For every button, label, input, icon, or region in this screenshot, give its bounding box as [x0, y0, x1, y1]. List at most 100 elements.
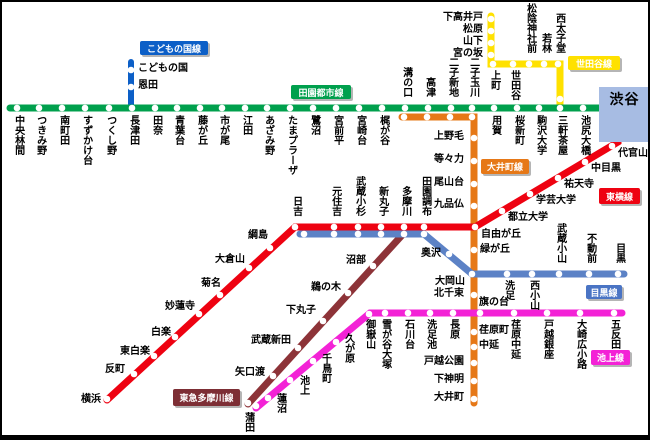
station-dot — [610, 309, 618, 317]
station-label: 南町田 — [57, 115, 69, 145]
station-dot — [470, 359, 478, 367]
station-dot — [528, 270, 536, 278]
station-dot — [344, 289, 352, 297]
station-dot — [294, 344, 302, 352]
station-label: 自由が丘 — [481, 229, 521, 240]
station-label: 三軒茶屋 — [555, 115, 567, 155]
station-label: 戸越公園 — [424, 356, 464, 367]
station-label: 中延 — [479, 340, 499, 351]
station-label: 多摩川 — [399, 186, 411, 216]
station-dot — [369, 262, 377, 270]
station-dot — [130, 370, 138, 378]
line-badge: 目黒線 — [586, 285, 622, 299]
station-dot — [503, 270, 511, 278]
station-dot — [468, 270, 476, 278]
station-label: 梶が谷 — [377, 115, 389, 145]
station-label: 大井町 — [434, 392, 464, 403]
station-label: 西小山 — [527, 280, 539, 310]
station-dot — [309, 357, 317, 365]
station-label: 目黒 — [613, 243, 625, 263]
station-label: 新丸子 — [376, 186, 388, 216]
station-label: 武蔵小山 — [554, 223, 566, 263]
station-label: 横浜 — [81, 394, 101, 405]
station-label: 鵜の木 — [311, 282, 341, 293]
station-dot — [420, 223, 428, 231]
station-label: 尾山台 — [434, 177, 464, 188]
station-label: 綱島 — [248, 230, 268, 241]
station-dot — [509, 60, 517, 68]
station-dot — [490, 104, 498, 112]
station-label: つきみ野 — [34, 115, 46, 155]
station-dot — [426, 309, 434, 317]
station-dot — [556, 95, 564, 103]
station-label: 鷺沼 — [308, 115, 320, 135]
station-dot — [355, 104, 363, 112]
station-label: 藤が丘 — [195, 115, 207, 145]
station-label: 学芸大学 — [536, 195, 576, 206]
station-label: 戸越銀座 — [541, 319, 553, 359]
station-dot — [576, 309, 584, 317]
station-label: 沼部 — [346, 255, 366, 266]
station-label: 池上 — [297, 375, 309, 395]
station-label: 中目黒 — [591, 163, 621, 174]
station-label: 九品仏 — [434, 199, 464, 210]
station-label: 宮前平 — [331, 115, 343, 145]
station-label: 蓮沼 — [274, 393, 286, 413]
station-label: 田園調布 — [419, 176, 431, 216]
station-dot — [332, 338, 340, 346]
station-dot — [400, 113, 408, 121]
station-label: 武蔵小杉 — [353, 176, 365, 216]
station-label: たまプラーザ — [285, 115, 297, 175]
station-label: 田奈 — [150, 115, 162, 135]
station-label: つくし野 — [104, 115, 116, 155]
station-dot — [470, 343, 478, 351]
station-label: 池尻大橋 — [578, 115, 590, 155]
station-dot — [470, 202, 478, 210]
station-dot — [424, 104, 432, 112]
station-dot — [535, 104, 543, 112]
station-dot — [471, 223, 479, 231]
station-dot — [468, 104, 476, 112]
rail-line-6 — [296, 230, 628, 278]
station-dot — [105, 104, 113, 112]
station-label: 二子新地 — [446, 57, 458, 97]
station-dot — [543, 309, 551, 317]
station-dot — [400, 223, 408, 231]
station-label: 長原 — [447, 319, 459, 339]
station-dot — [377, 230, 385, 238]
station-dot — [196, 104, 204, 112]
station-label: 下神明 — [434, 374, 464, 385]
station-label: 白楽 — [151, 327, 171, 338]
station-label: 江田 — [240, 115, 252, 135]
station-dot — [470, 246, 478, 254]
station-label: 荏原町 — [479, 325, 509, 336]
line-badge: 東横線 — [599, 188, 640, 204]
station-dot — [585, 270, 593, 278]
station-label: 世田谷 — [508, 70, 520, 100]
station-dot — [487, 39, 495, 47]
station-dot — [420, 230, 428, 238]
station-label: 若林 — [539, 33, 551, 53]
station-dot — [13, 104, 21, 112]
station-dot — [447, 104, 455, 112]
station-dot — [579, 104, 587, 112]
station-label: 久が原 — [342, 333, 354, 363]
station-label: 洗足池 — [424, 319, 436, 349]
station-label: 溝の口 — [400, 67, 412, 97]
station-label: 東白楽 — [120, 346, 150, 357]
station-dot — [286, 104, 294, 112]
station-dot — [470, 395, 478, 403]
station-label: 日吉 — [290, 196, 302, 216]
station-label: 宮の坂 — [453, 48, 483, 59]
line-badge: 田園都市線 — [291, 85, 351, 99]
station-dot — [58, 104, 66, 112]
station-dot — [286, 376, 294, 384]
station-label: 石川台 — [402, 319, 414, 349]
station-dot — [245, 264, 253, 272]
station-dot — [291, 223, 299, 231]
station-dot — [446, 113, 454, 121]
station-dot — [554, 60, 562, 68]
station-dot — [581, 158, 589, 166]
station-label: 下丸子 — [286, 305, 316, 316]
station-dot — [470, 180, 478, 188]
